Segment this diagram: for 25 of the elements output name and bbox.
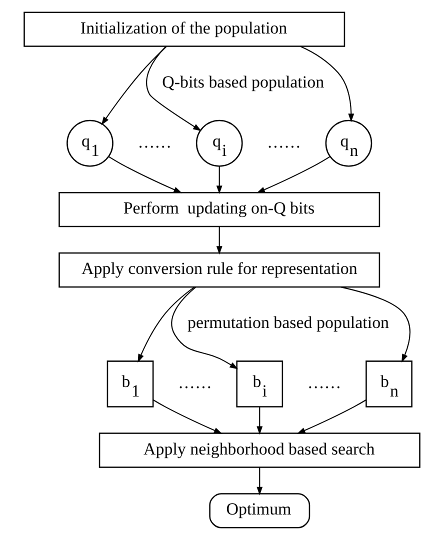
arrow (137, 286, 194, 363)
label: Q-bits based population (162, 72, 324, 92)
label: permutation based population (187, 313, 389, 332)
arrow (216, 226, 222, 255)
arrow (146, 46, 202, 132)
node-box: Apply neighborhood based search (98, 432, 420, 468)
arrow (256, 156, 330, 194)
arrow (216, 166, 222, 194)
arrow (340, 286, 410, 363)
label: …… (137, 132, 172, 152)
label: …… (266, 132, 300, 152)
arrow (296, 400, 366, 434)
node-box: Initialization of the population (23, 12, 345, 47)
node-box: Optimum (208, 493, 310, 528)
arrow (170, 286, 238, 370)
node-box: Perform updating on-Q bits (58, 192, 380, 228)
arrow (300, 46, 354, 122)
node-box: Apply conversion rule for representation (58, 252, 380, 288)
arrow (256, 467, 262, 496)
arrow (108, 156, 182, 194)
arrow (256, 407, 262, 435)
label: …… (306, 373, 341, 392)
arrow (100, 46, 166, 126)
label: …… (177, 373, 212, 392)
arrow (152, 400, 222, 434)
